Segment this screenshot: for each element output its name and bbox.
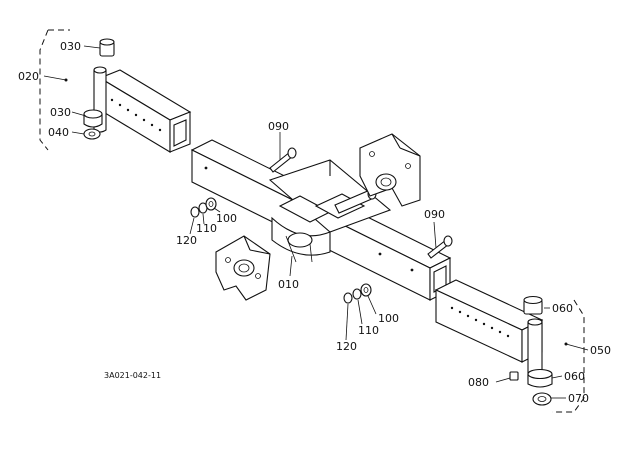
- label-060-upper: 060: [552, 302, 573, 315]
- bolt-090-lower: [427, 235, 453, 259]
- grease-fitting-080: [509, 371, 519, 381]
- label-100-lower: 100: [378, 312, 399, 325]
- nut-040: [83, 128, 101, 140]
- right-extension-arm: [434, 279, 544, 363]
- label-090-lower: 090: [424, 208, 445, 221]
- label-080: 080: [468, 376, 489, 389]
- support-bracket-front: [215, 235, 271, 301]
- leader-lines: [43, 45, 589, 399]
- label-110-lower: 110: [358, 324, 379, 337]
- bushing-lower-left: [83, 109, 103, 128]
- bushing-upper-right: [523, 295, 543, 315]
- left-extension-arm: [98, 69, 192, 153]
- label-010: 010: [278, 278, 299, 291]
- label-030-lower: 030: [50, 106, 71, 119]
- support-bracket-rear: [359, 133, 421, 207]
- hardware-set-lower: [343, 283, 372, 304]
- label-020: 020: [18, 70, 39, 83]
- group-bracket-left: [39, 29, 49, 151]
- bolt-090-upper: [269, 147, 297, 173]
- label-100-upper: 100: [216, 212, 237, 225]
- label-060-lower: 060: [564, 370, 585, 383]
- label-110-upper: 110: [196, 222, 217, 235]
- drawing-code: 3A021-042-11: [104, 371, 161, 380]
- label-120-upper: 120: [176, 234, 197, 247]
- label-030-upper: 030: [60, 40, 81, 53]
- label-070: 070: [568, 392, 589, 405]
- hardware-set-upper: [190, 197, 217, 218]
- nut-070: [532, 392, 552, 406]
- group-bracket-right: [552, 299, 585, 413]
- bushing-lower-right: [527, 368, 553, 388]
- main-axle-frame: [190, 139, 452, 301]
- bushing-upper-left: [99, 38, 115, 57]
- label-120-lower: 120: [336, 340, 357, 353]
- label-040: 040: [48, 126, 69, 139]
- label-050: 050: [590, 344, 611, 357]
- label-090-upper: 090: [268, 120, 289, 133]
